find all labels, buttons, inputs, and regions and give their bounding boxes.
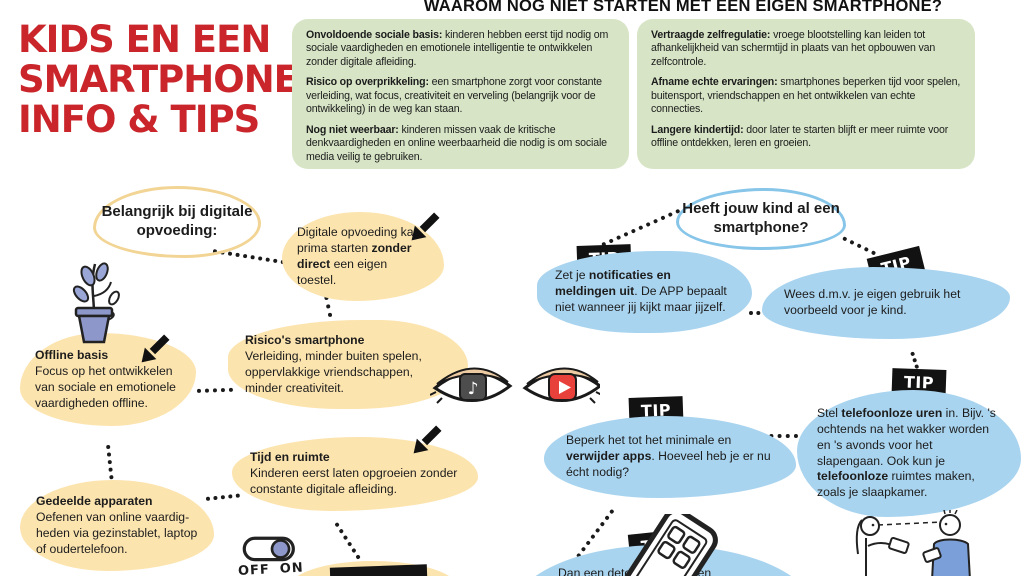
page-title: KIDS EN EEN SMARTPHONE INFO & TIPS — [18, 18, 299, 141]
bubble-title: Tijd en ruimte — [250, 450, 330, 464]
bubble-text: Stel telefoonloze uren in. Bijv. 's ocht… — [817, 406, 996, 500]
reason-lead: Vertraagde zelfregulatie: — [651, 29, 771, 41]
bubble-tip-verwijder-apps: Beperk het tot het minimale en verwijder… — [544, 416, 796, 498]
bubble-tip-voorbeeld: Wees d.m.v. je eigen gebruik het voorbee… — [762, 267, 1010, 339]
bubble-text: Oefenen van online vaardig-heden via gez… — [36, 509, 198, 556]
reason-item: Langere kindertijd: door later te starte… — [651, 124, 961, 151]
dotted-connector — [205, 493, 241, 501]
bubble-tip-telefoonloze-uren: Stel telefoonloze uren in. Bijv. 's ocht… — [797, 390, 1021, 518]
bubble-text: Digitale opvoeding kan prima starten zon… — [297, 225, 421, 287]
reason-text: kinderen hebben eerst tijd nodig om soci… — [306, 29, 609, 68]
arrow-icon — [408, 208, 444, 244]
reason-text: vroege blootstelling kan leiden tot afha… — [651, 29, 936, 68]
left-track-heading: Belangrijk bij digitale opvoeding: — [93, 186, 261, 258]
bubble-text: Beperk het tot het minimale en verwijder… — [566, 433, 771, 479]
reasons-box-right: Vertraagde zelfregulatie: vroege blootst… — [637, 19, 975, 169]
reasons-box-left: Onvoldoende sociale basis: kinderen hebb… — [292, 19, 629, 169]
reason-lead: Afname echte ervaringen: — [651, 76, 778, 89]
bubble-title: Offline basis — [35, 348, 109, 362]
reason-item: Vertraagde zelfregulatie: vroege blootst… — [651, 29, 961, 69]
svg-text:♪: ♪ — [468, 379, 479, 399]
bubble-tip-notificaties: Zet je notificaties en meldingen uit. De… — [537, 251, 752, 333]
reason-text: kinderen missen vaak de kritische denkva… — [306, 123, 607, 163]
bubble-risicos-smartphone: Risico's smartphone Verleiding, minder b… — [228, 320, 468, 410]
bubble-gedeelde-apparaten: Gedeelde apparaten Oefenen van online va… — [20, 480, 214, 572]
bubble-title: Risico's smartphone — [245, 333, 365, 347]
off-label: OFF — [237, 562, 271, 576]
title-line-2: SMARTPHONE — [18, 57, 299, 101]
toggle-switch-icon — [240, 536, 304, 564]
reason-lead: Onvoldoende sociale basis: — [306, 29, 443, 41]
reason-lead: Risico op overprikkeling: — [306, 76, 429, 89]
reason-lead: Nog niet weerbaar: — [306, 123, 399, 136]
bubble-tijd-en-ruimte: Tijd en ruimte Kinderen eerst laten opgr… — [232, 437, 478, 511]
dotted-connector — [842, 236, 877, 256]
reason-text: door later te starten blijft er meer rui… — [651, 123, 949, 150]
reason-text: een smartphone zorgt voor constante verl… — [306, 76, 602, 116]
bubble-text: Focus op het ontwikkelen van sociale en … — [35, 363, 176, 410]
bubble-offline-basis: Offline basis Focus op het ontwikkelen v… — [20, 333, 196, 427]
arrow-icon — [410, 421, 446, 457]
title-line-3: INFO & TIPS — [18, 97, 260, 141]
bubble-text: Verleiding, minder buiten spelen, opperv… — [245, 348, 422, 395]
phone-icon — [612, 508, 732, 576]
eye-youtube-icon — [522, 367, 603, 404]
toggle-labels: OFF ON — [238, 560, 314, 576]
dotted-connector — [601, 208, 681, 247]
reason-item: Onvoldoende sociale basis: kinderen hebb… — [306, 29, 615, 69]
bubble-text: Kinderen eerst laten opgroeien zonder co… — [250, 465, 458, 496]
reason-lead: Langere kindertijd: — [651, 123, 744, 136]
reason-text: smartphones beperken tijd voor spelen, b… — [651, 76, 961, 116]
plant-pot-icon — [48, 256, 138, 351]
bubble-title: Gedeelde apparaten — [36, 494, 153, 508]
right-track-question: Heeft jouw kind al een smartphone? — [676, 188, 846, 250]
dotted-connector — [196, 387, 234, 393]
child-figure — [922, 509, 971, 576]
reason-item: Risico op overprikkeling: een smartphone… — [306, 76, 615, 116]
dotted-connector — [753, 434, 798, 438]
reason-item: Nog niet weerbaar: kinderen missen vaak … — [306, 124, 615, 164]
bubble-text: Wees d.m.v. je eigen gebruik het voorbee… — [784, 287, 961, 317]
arrow-icon — [138, 330, 174, 366]
section-header: WAAROM NOG NIET STARTEN MET EEN EIGEN SM… — [423, 0, 943, 15]
on-label: ON — [279, 560, 305, 576]
parent-child-illustration — [842, 509, 992, 576]
title-line-1: KIDS EN EEN — [18, 18, 271, 61]
eye-tiktok-icon: ♪ — [429, 367, 513, 404]
reason-item: Afname echte ervaringen: smartphones bep… — [651, 76, 961, 116]
bubble-digitale-opvoeding: Digitale opvoeding kan prima starten zon… — [282, 212, 444, 302]
parent-figure — [855, 516, 910, 576]
bubble-text: Zet je notificaties en meldingen uit. De… — [555, 268, 727, 314]
eyes-social-media-illustration: ♪ — [429, 350, 603, 420]
